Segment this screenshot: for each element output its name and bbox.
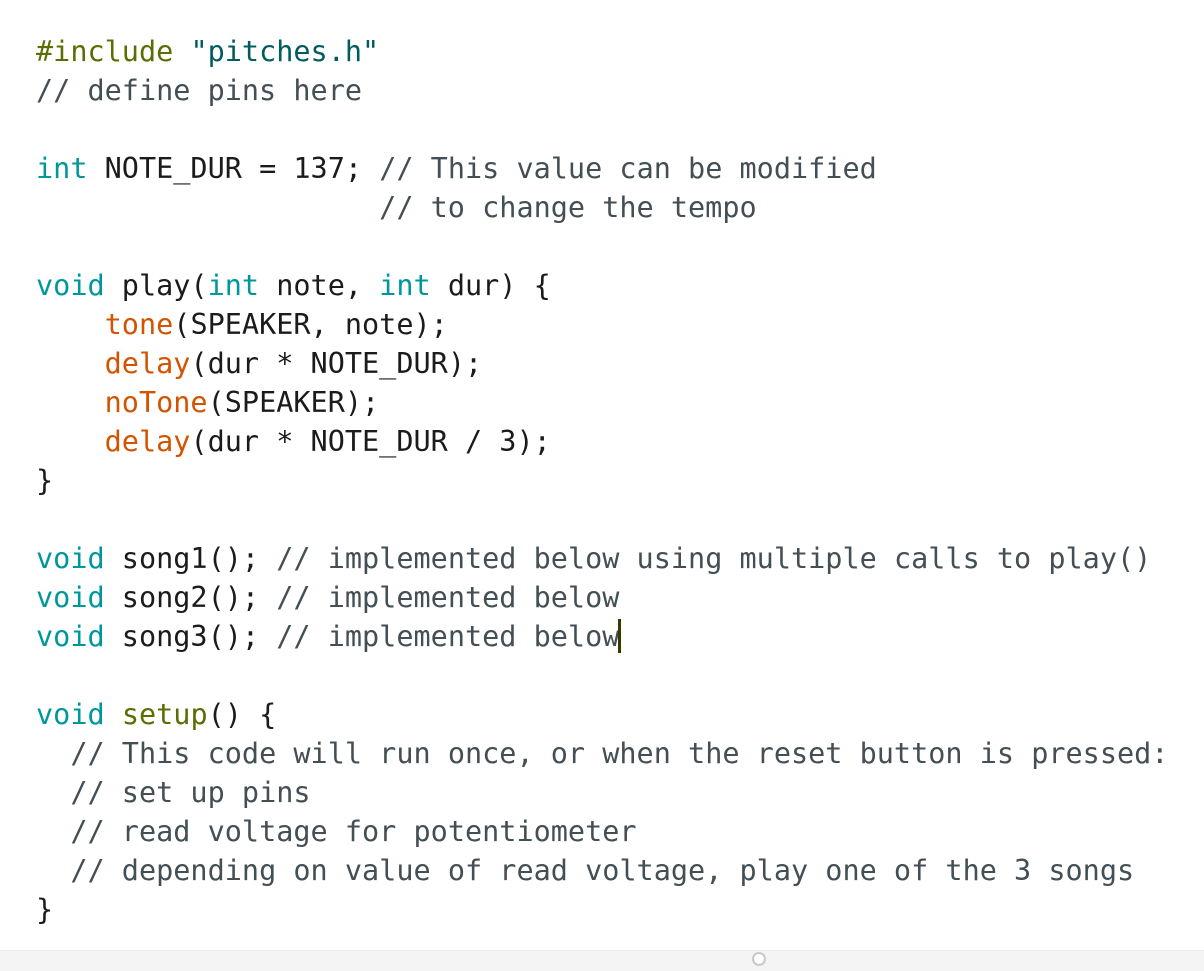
code-token-plain: (dur * NOTE_DUR); bbox=[190, 347, 483, 380]
code-token-fn: tone bbox=[104, 308, 174, 341]
code-token-plain: song2(); bbox=[104, 581, 277, 614]
code-line: int NOTE_DUR = 137; // This value can be… bbox=[36, 149, 1168, 188]
code-line: void play(int note, int dur) { bbox=[36, 266, 1168, 305]
code-token-plain bbox=[36, 737, 70, 770]
code-line: void song3(); // implemented below bbox=[36, 617, 1168, 656]
code-line: void song2(); // implemented below bbox=[36, 578, 1168, 617]
code-token-plain bbox=[36, 425, 105, 458]
code-token-plain: dur) { bbox=[430, 269, 551, 302]
code-token-plain bbox=[36, 308, 105, 341]
code-token-cmt: // implemented below bbox=[276, 581, 620, 614]
code-token-plain bbox=[36, 191, 379, 224]
code-token-cmt: // set up pins bbox=[70, 776, 311, 809]
code-token-plain bbox=[36, 854, 70, 887]
code-line: } bbox=[36, 890, 1168, 929]
code-token-kw-type: void bbox=[36, 581, 105, 614]
code-token-fn: delay bbox=[104, 347, 191, 380]
code-line: void setup() { bbox=[36, 695, 1168, 734]
code-token-cmt: // depending on value of read voltage, p… bbox=[70, 854, 1135, 887]
code-line: tone(SPEAKER, note); bbox=[36, 305, 1168, 344]
code-token-plain: } bbox=[36, 464, 54, 497]
code-token-cmt: // implemented below bbox=[276, 620, 620, 653]
code-token-plain: note, bbox=[259, 269, 380, 302]
code-token-str: "pitches.h" bbox=[190, 35, 380, 68]
code-line bbox=[36, 656, 1168, 695]
code-token-plain: song3(); bbox=[104, 620, 277, 653]
code-line: // set up pins bbox=[36, 773, 1168, 812]
code-line: delay(dur * NOTE_DUR / 3); bbox=[36, 422, 1168, 461]
code-token-plain: } bbox=[36, 893, 54, 926]
code-line: // depending on value of read voltage, p… bbox=[36, 851, 1168, 890]
code-line bbox=[36, 500, 1168, 539]
code-token-kw-type: void bbox=[36, 542, 105, 575]
code-token-kw-pre: #include bbox=[36, 35, 191, 68]
code-token-kw-type: void bbox=[36, 269, 105, 302]
code-token-cmt: // This value can be modified bbox=[379, 152, 877, 185]
code-line: // define pins here bbox=[36, 71, 1168, 110]
editor-bottom-bar bbox=[0, 950, 1204, 971]
scroll-handle-icon[interactable] bbox=[752, 952, 766, 966]
code-token-plain: play( bbox=[104, 269, 208, 302]
code-token-plain bbox=[105, 698, 122, 731]
code-token-kw-type: void bbox=[36, 698, 105, 731]
code-token-kw-type: int bbox=[36, 152, 88, 185]
code-line: delay(dur * NOTE_DUR); bbox=[36, 344, 1168, 383]
code-token-kw-type: void bbox=[36, 620, 105, 653]
code-token-plain bbox=[36, 347, 105, 380]
code-token-plain: song1(); bbox=[104, 542, 277, 575]
code-token-plain: (SPEAKER, note); bbox=[173, 308, 448, 341]
code-line: // This code will run once, or when the … bbox=[36, 734, 1168, 773]
code-token-fn: noTone bbox=[104, 386, 208, 419]
code-token-cmt: // to change the tempo bbox=[379, 191, 757, 224]
code-token-cmt: // implemented below using multiple call… bbox=[276, 542, 1152, 575]
code-line: void song1(); // implemented below using… bbox=[36, 539, 1168, 578]
code-token-kw-type: int bbox=[379, 269, 431, 302]
code-line bbox=[36, 110, 1168, 149]
text-cursor bbox=[618, 619, 622, 653]
code-token-cmt: // This code will run once, or when the … bbox=[70, 737, 1169, 770]
code-token-kw-type: int bbox=[207, 269, 260, 302]
code-line bbox=[36, 227, 1168, 266]
code-line: #include "pitches.h" bbox=[36, 32, 1168, 71]
code-token-plain: NOTE_DUR = 137; bbox=[87, 152, 380, 185]
code-token-plain: () { bbox=[207, 698, 277, 731]
code-line: // to change the tempo bbox=[36, 188, 1168, 227]
code-token-fn-setup: setup bbox=[121, 698, 208, 731]
code-token-cmt: // read voltage for potentiometer bbox=[70, 815, 637, 848]
code-token-cmt: // define pins here bbox=[36, 74, 363, 107]
code-token-plain: (SPEAKER); bbox=[207, 386, 380, 419]
code-token-fn: delay bbox=[104, 425, 191, 458]
code-line: // read voltage for potentiometer bbox=[36, 812, 1168, 851]
code-token-plain bbox=[36, 776, 70, 809]
code-line: noTone(SPEAKER); bbox=[36, 383, 1168, 422]
code-token-plain: (dur * NOTE_DUR / 3); bbox=[190, 425, 551, 458]
code-token-plain bbox=[36, 386, 105, 419]
code-token-plain bbox=[36, 815, 70, 848]
code-line: } bbox=[36, 461, 1168, 500]
